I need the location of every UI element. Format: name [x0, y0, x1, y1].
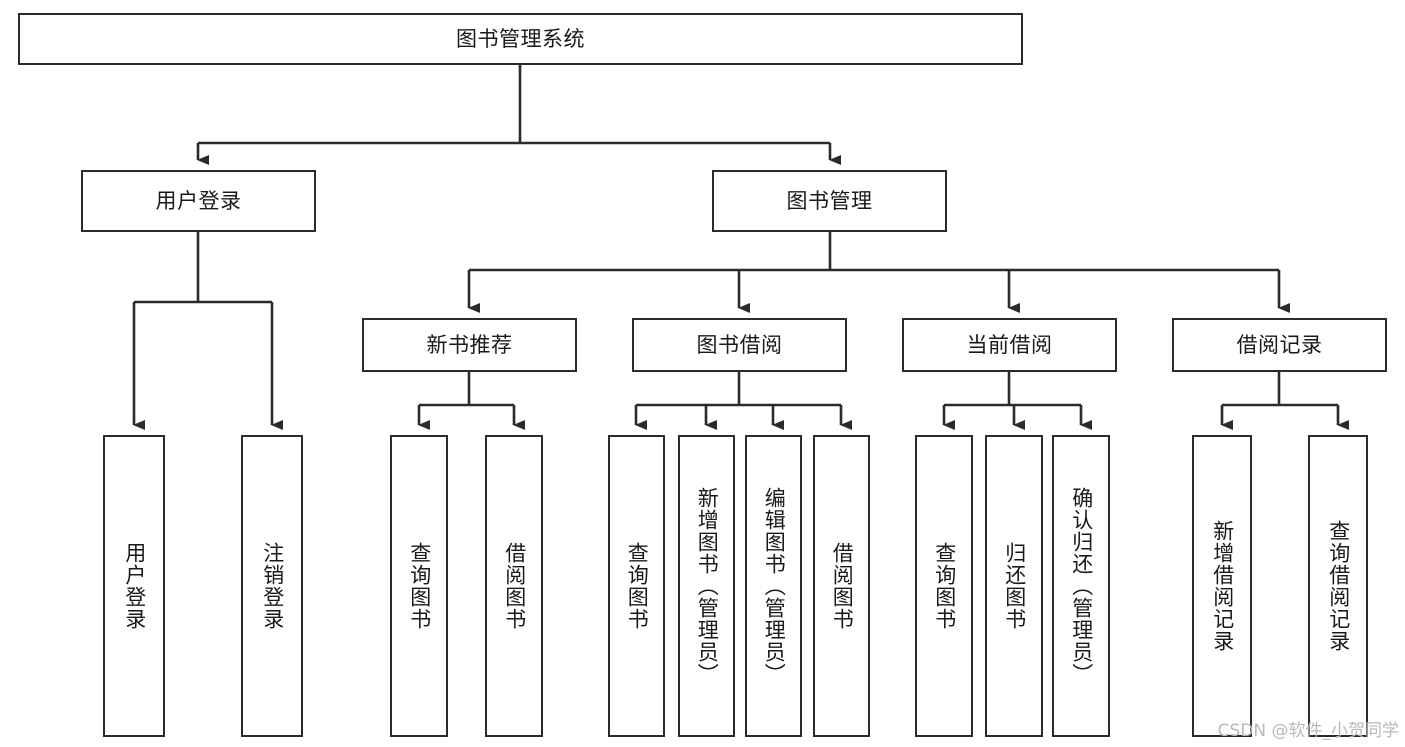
leaf-label: 确认归还（管理员） [1069, 487, 1094, 685]
leaf-node-user-login[interactable]: 用户登录 [103, 435, 165, 737]
leaf-node-confirm-return-admin[interactable]: 确认归还（管理员） [1052, 435, 1110, 737]
leaf-node-logout[interactable]: 注销登录 [241, 435, 303, 737]
leaf-label: 用户登录 [122, 542, 147, 630]
leaf-label: 注销登录 [260, 542, 285, 630]
node-book-borrow[interactable]: 图书借阅 [632, 318, 847, 372]
leaf-node-borrow-book[interactable]: 借阅图书 [813, 435, 870, 737]
node-root-label: 图书管理系统 [456, 26, 585, 51]
leaf-label: 编辑图书（管理员） [762, 487, 787, 685]
leaf-node-query-book-newbook[interactable]: 查询图书 [390, 435, 448, 737]
node-new-book-recommend[interactable]: 新书推荐 [362, 318, 577, 372]
node-borrow-record-label: 借阅记录 [1236, 332, 1323, 357]
leaf-node-borrow-book-newbook[interactable]: 借阅图书 [485, 435, 543, 737]
leaf-label: 借阅图书 [830, 542, 855, 630]
leaf-label: 查询借阅记录 [1326, 520, 1351, 652]
node-user-login-label: 用户登录 [155, 188, 242, 213]
leaf-label: 新增借阅记录 [1210, 520, 1235, 652]
node-root-system[interactable]: 图书管理系统 [18, 13, 1023, 65]
leaf-label: 新增图书（管理员） [695, 487, 720, 685]
node-new-book-recommend-label: 新书推荐 [426, 332, 513, 357]
leaf-label: 借阅图书 [502, 542, 527, 630]
leaf-node-query-book-borrow[interactable]: 查询图书 [608, 435, 665, 737]
leaf-node-return-book[interactable]: 归还图书 [985, 435, 1043, 737]
node-user-login[interactable]: 用户登录 [81, 170, 316, 232]
leaf-label: 归还图书 [1002, 542, 1027, 630]
leaf-label: 查询图书 [625, 542, 650, 630]
node-book-management-label: 图书管理 [786, 188, 873, 213]
node-book-management[interactable]: 图书管理 [712, 170, 947, 232]
leaf-node-query-book-current[interactable]: 查询图书 [915, 435, 973, 737]
leaf-label: 查询图书 [932, 542, 957, 630]
node-borrow-record[interactable]: 借阅记录 [1172, 318, 1387, 372]
leaf-node-query-borrow-record[interactable]: 查询借阅记录 [1308, 435, 1368, 737]
node-book-borrow-label: 图书借阅 [696, 332, 783, 357]
node-current-borrow[interactable]: 当前借阅 [902, 318, 1117, 372]
node-current-borrow-label: 当前借阅 [966, 332, 1053, 357]
leaf-node-add-borrow-record[interactable]: 新增借阅记录 [1192, 435, 1252, 737]
leaf-node-add-book-admin[interactable]: 新增图书（管理员） [678, 435, 735, 737]
leaf-node-edit-book-admin[interactable]: 编辑图书（管理员） [745, 435, 802, 737]
leaf-label: 查询图书 [407, 542, 432, 630]
